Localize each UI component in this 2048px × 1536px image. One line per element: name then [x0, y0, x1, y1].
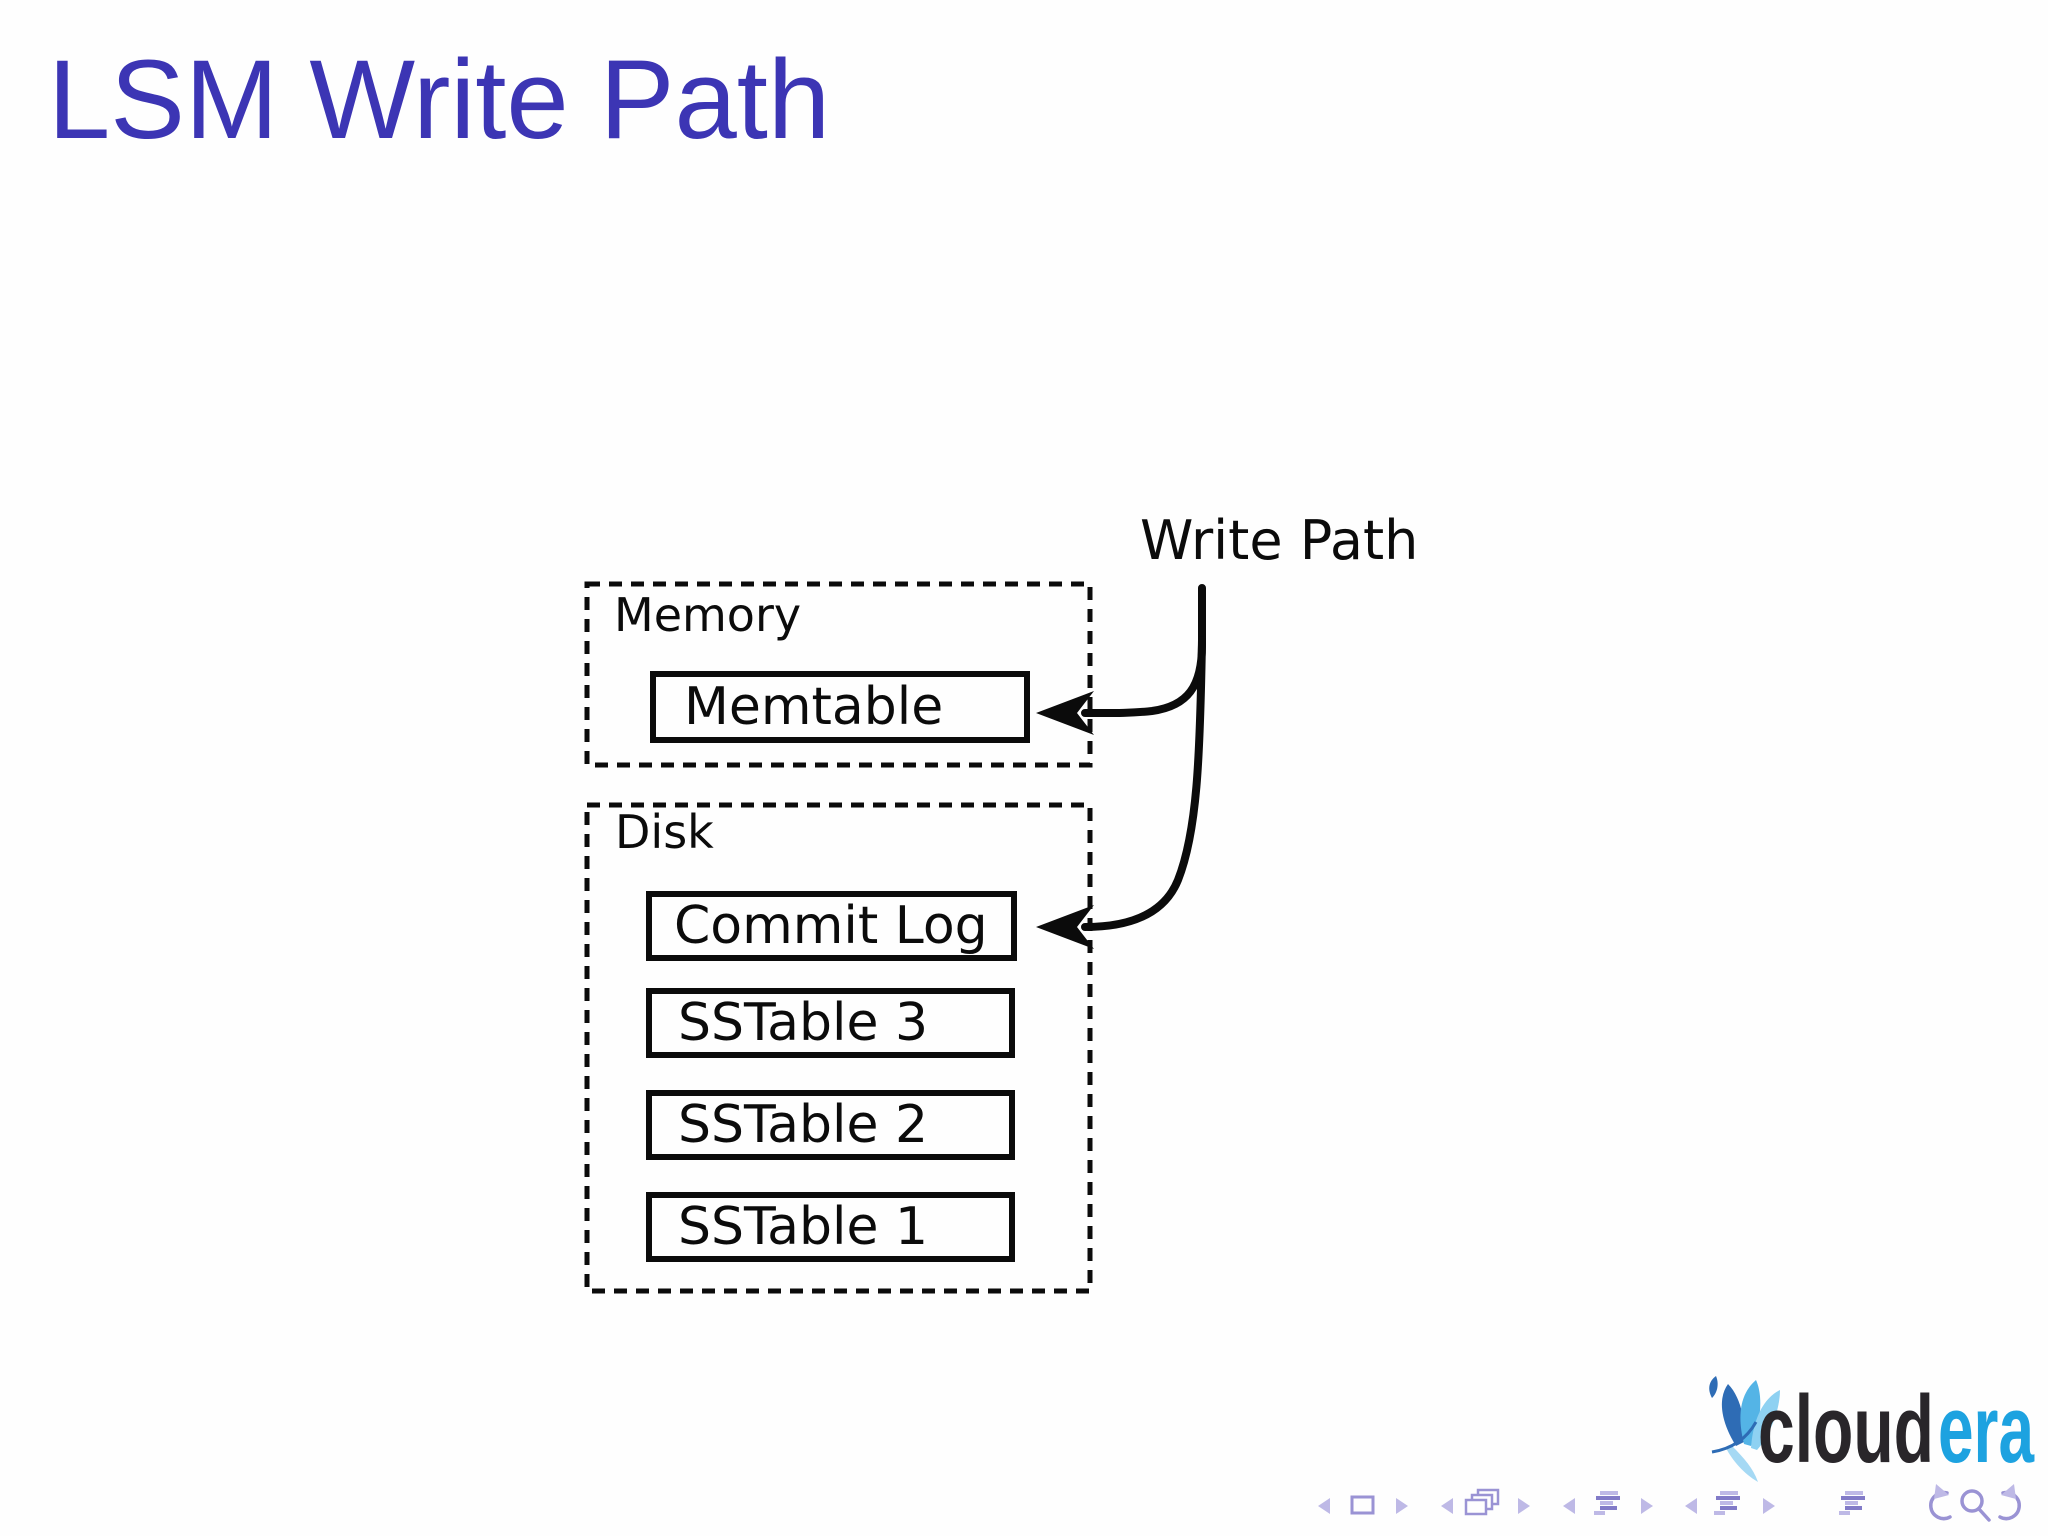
nav-next-subsection-icon[interactable] — [1641, 1498, 1653, 1514]
brand-word-accent: era — [1938, 1376, 2034, 1483]
nav-prev-section-icon[interactable] — [1685, 1498, 1697, 1514]
memory-region-label: Memory — [614, 588, 802, 642]
cloudera-logo: cloud era — [1709, 1376, 2034, 1483]
nav-prev-slide-icon[interactable] — [1318, 1498, 1330, 1514]
write-path-arrow-to-commit-log — [1036, 636, 1206, 949]
nav-appendix-icon[interactable] — [1839, 1491, 1865, 1515]
sstable-1-label: SSTable 1 — [678, 1197, 929, 1257]
arrowhead-icon — [1036, 905, 1094, 949]
nav-slide-icon[interactable] — [1350, 1495, 1375, 1515]
nav-next-frame-icon[interactable] — [1518, 1498, 1530, 1514]
nav-back-icon[interactable] — [1929, 1484, 1952, 1521]
navigation-bar — [1318, 1484, 2021, 1522]
sstable-3-box: SSTable 3 — [646, 988, 1015, 1058]
sstable-3-label: SSTable 3 — [678, 993, 929, 1053]
nav-prev-frame-icon[interactable] — [1441, 1498, 1453, 1514]
nav-subsection-icon[interactable] — [1594, 1491, 1620, 1515]
nav-prev-subsection-icon[interactable] — [1563, 1498, 1575, 1514]
memtable-box: Memtable — [650, 671, 1030, 743]
write-path-label: Write Path — [1140, 509, 1419, 572]
brand-word-dark: cloud — [1758, 1376, 1934, 1483]
page-title: LSM Write Path — [48, 37, 831, 162]
write-path-arrow-to-memtable — [1036, 584, 1206, 735]
commit-log-label: Commit Log — [674, 896, 988, 956]
memtable-label: Memtable — [684, 677, 944, 737]
nav-find-icon[interactable] — [1960, 1489, 1991, 1522]
disk-region-label: Disk — [615, 805, 714, 859]
sstable-2-box: SSTable 2 — [646, 1090, 1015, 1160]
nav-next-section-icon[interactable] — [1763, 1498, 1775, 1514]
sstable-2-label: SSTable 2 — [678, 1095, 929, 1155]
commit-log-box: Commit Log — [646, 891, 1017, 961]
cloudera-feather-icon — [1709, 1376, 1780, 1482]
sstable-1-box: SSTable 1 — [646, 1192, 1015, 1262]
nav-forward-icon[interactable] — [1998, 1484, 2021, 1521]
nav-section-icon[interactable] — [1714, 1491, 1740, 1515]
arrowhead-icon — [1036, 691, 1094, 735]
nav-next-slide-icon[interactable] — [1396, 1498, 1408, 1514]
nav-frame-icon[interactable] — [1464, 1488, 1500, 1516]
